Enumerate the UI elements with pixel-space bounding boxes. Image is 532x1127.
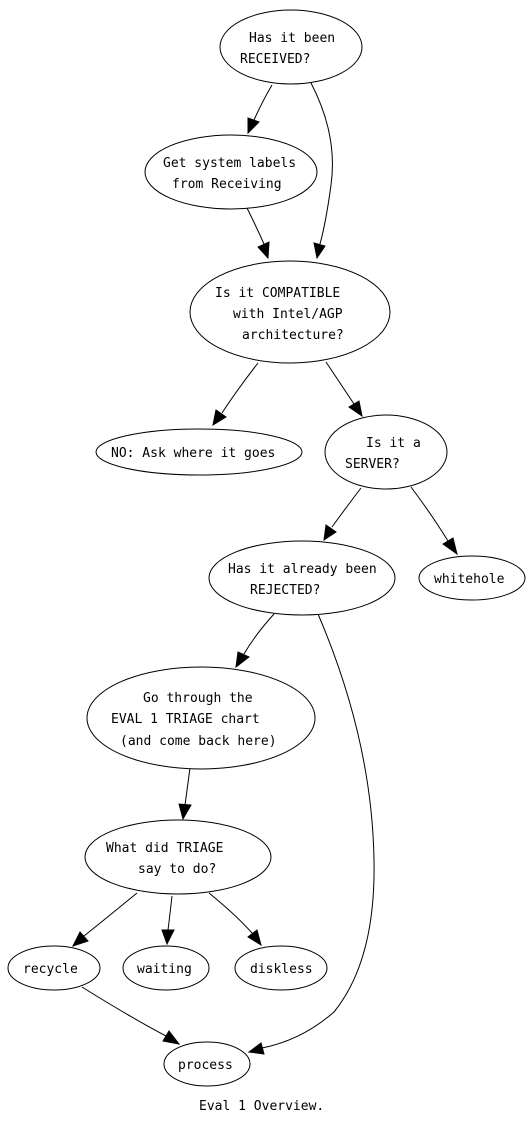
node-compatible: Is it COMPATIBLE with Intel/AGP architec… bbox=[189, 260, 391, 364]
edge-rejected-to-process-arrowhead bbox=[247, 1042, 265, 1055]
edge-triage-say-to-waiting-arrowhead bbox=[161, 929, 175, 946]
node-diskless-shape bbox=[234, 945, 328, 991]
node-process: process bbox=[163, 1041, 251, 1087]
node-rejected-shape bbox=[208, 540, 396, 616]
node-rejected-line2: REJECTED? bbox=[250, 583, 320, 598]
edge-server-to-whitehole-arrowhead bbox=[442, 537, 458, 556]
edge-compatible-to-server-arrowhead bbox=[348, 400, 363, 418]
edge-received-to-labels-arrowhead bbox=[247, 117, 260, 135]
edges bbox=[72, 82, 458, 1055]
node-waiting-shape bbox=[122, 945, 210, 991]
node-triage-say: What did TRIAGE say to do? bbox=[84, 819, 272, 895]
edge-server-to-whitehole bbox=[410, 486, 449, 542]
node-compatible-line3: architecture? bbox=[242, 328, 344, 343]
node-process-shape bbox=[163, 1041, 251, 1087]
node-triage-chart-line2: EVAL 1 TRIAGE chart bbox=[111, 712, 260, 727]
edge-compatible-to-no-ask bbox=[221, 362, 259, 414]
edge-received-to-labels bbox=[253, 84, 273, 121]
node-whitehole-line1: whitehole bbox=[434, 572, 505, 587]
node-server: Is it a SERVER? bbox=[324, 414, 448, 490]
node-waiting-line1: waiting bbox=[137, 962, 192, 977]
node-diskless: diskless bbox=[234, 945, 328, 991]
node-rejected-line1: Has it already been bbox=[228, 562, 377, 577]
node-triage-chart-line3: (and come back here) bbox=[120, 734, 277, 749]
node-triage-chart-shape bbox=[86, 666, 316, 770]
node-diskless-line1: diskless bbox=[250, 962, 313, 977]
node-labels-shape bbox=[144, 134, 318, 210]
node-triage-say-line2: say to do? bbox=[138, 862, 216, 877]
node-recycle-line1: recycle bbox=[23, 962, 78, 977]
node-whitehole-shape bbox=[418, 555, 526, 601]
node-labels-line2: from Receiving bbox=[172, 177, 282, 192]
edge-triage-chart-to-triage-say bbox=[184, 767, 191, 806]
node-received-line1: Has it been bbox=[249, 31, 335, 46]
edge-recycle-to-process-arrowhead bbox=[162, 1030, 181, 1045]
node-labels-line1: Get system labels bbox=[163, 156, 296, 171]
node-whitehole: whitehole bbox=[418, 555, 526, 601]
edge-triage-chart-to-triage-say-arrowhead bbox=[178, 803, 192, 821]
node-compatible-shape bbox=[189, 260, 391, 364]
edge-labels-to-compatible-arrowhead bbox=[257, 241, 270, 260]
node-triage-chart-line1: Go through the bbox=[143, 691, 253, 706]
node-no-ask: NO: Ask where it goes bbox=[95, 428, 303, 476]
node-received: Has it been RECEIVED? bbox=[219, 9, 363, 85]
node-triage-say-shape bbox=[84, 819, 272, 895]
node-waiting: waiting bbox=[122, 945, 210, 991]
edge-recycle-to-process bbox=[81, 986, 167, 1037]
edge-compatible-to-server bbox=[325, 361, 355, 405]
edge-triage-say-to-diskless-arrowhead bbox=[247, 929, 262, 947]
node-triage-chart: Go through the EVAL 1 TRIAGE chart (and … bbox=[86, 666, 316, 770]
node-no-ask-shape bbox=[95, 428, 303, 476]
edge-server-to-rejected bbox=[331, 487, 362, 528]
node-process-line1: process bbox=[178, 1058, 233, 1073]
edge-rejected-to-triage-chart bbox=[243, 613, 275, 655]
node-server-line2: SERVER? bbox=[345, 457, 400, 472]
node-compatible-line2: with Intel/AGP bbox=[233, 307, 343, 322]
edge-triage-say-to-waiting bbox=[167, 895, 173, 931]
edge-triage-say-to-recycle-arrowhead bbox=[72, 931, 89, 947]
node-triage-say-line1: What did TRIAGE bbox=[106, 841, 223, 856]
edge-labels-to-compatible bbox=[246, 207, 265, 245]
edge-triage-say-to-diskless bbox=[208, 892, 253, 934]
node-rejected: Has it already been REJECTED? bbox=[208, 540, 396, 616]
node-compatible-line1: Is it COMPATIBLE bbox=[215, 286, 340, 301]
edge-rejected-to-triage-chart-arrowhead bbox=[235, 651, 250, 669]
diagram-caption: Eval 1 Overview. bbox=[199, 1099, 324, 1114]
edge-received-to-compatible-arrowhead bbox=[313, 242, 326, 260]
edge-triage-say-to-recycle bbox=[83, 892, 138, 937]
node-no-ask-line1: NO: Ask where it goes bbox=[111, 446, 275, 461]
node-server-line1: Is it a bbox=[366, 436, 421, 451]
edge-received-to-compatible bbox=[310, 82, 333, 245]
node-recycle: recycle bbox=[7, 945, 101, 991]
edge-rejected-to-process bbox=[261, 613, 375, 1049]
node-labels: Get system labels from Receiving bbox=[144, 134, 318, 210]
edge-compatible-to-no-ask-arrowhead bbox=[212, 409, 227, 427]
edge-server-to-rejected-arrowhead bbox=[323, 524, 337, 542]
node-recycle-shape bbox=[7, 945, 101, 991]
node-server-shape bbox=[324, 414, 448, 490]
node-received-line2: RECEIVED? bbox=[240, 52, 310, 67]
node-received-shape bbox=[219, 9, 363, 85]
